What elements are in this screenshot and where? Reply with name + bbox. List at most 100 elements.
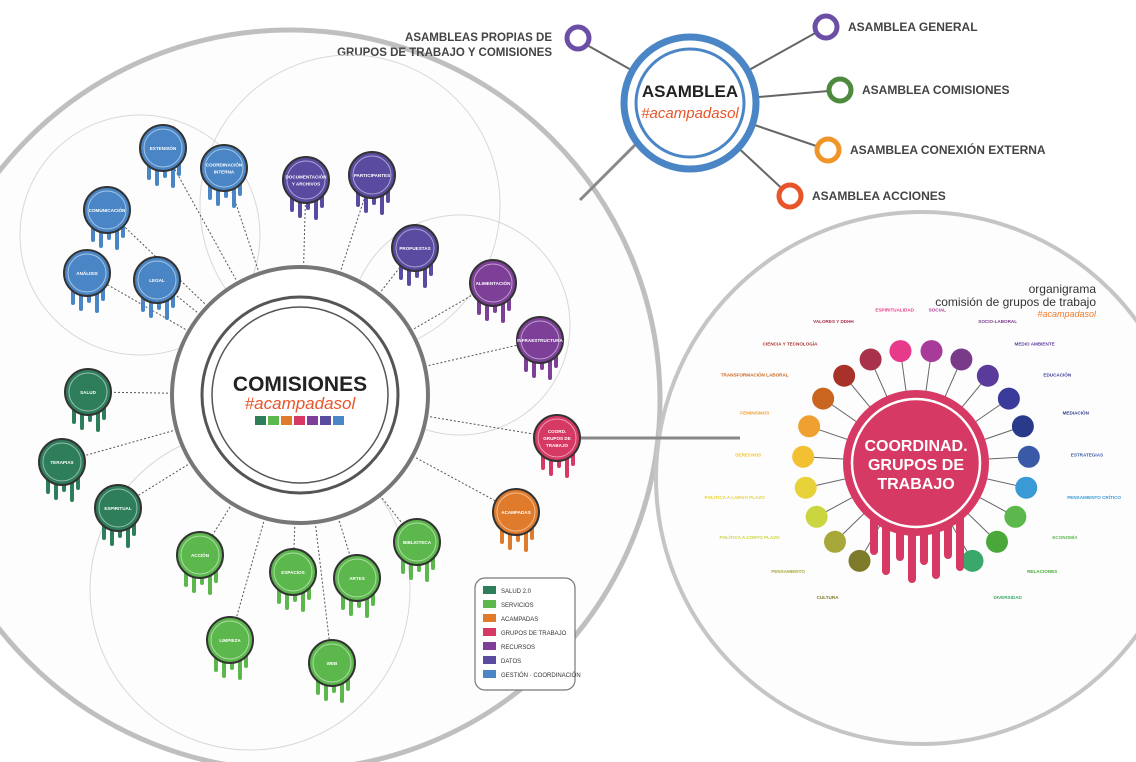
- org-label-16: PENSAMIENTO CRÍTICO: [1067, 493, 1121, 500]
- branch-label-0: ASAMBLEA GENERAL: [848, 20, 978, 34]
- comision-node-0: EXTENSIÓN: [139, 124, 187, 188]
- org-dot-14: [1011, 415, 1034, 438]
- sector-arc-0: [19, 114, 261, 356]
- legend-swatch-2: [483, 614, 496, 622]
- node-label-3-0: ANÁLISIS: [76, 270, 97, 276]
- node-inner-ring-18: [68, 372, 108, 412]
- org-label-12: MEDIO AMBIENTE: [1015, 341, 1055, 346]
- legend-label-2: ACAMPADAS: [501, 617, 538, 623]
- node-inner-ring-9: [520, 320, 560, 360]
- comisiones-swatch-5: [320, 416, 331, 425]
- org-label-17: ECONOMÍA: [1052, 533, 1078, 540]
- comision-node-4: LEGAL: [133, 256, 181, 320]
- node-circle-20: [94, 484, 142, 532]
- node-label-12-0: BIBLIOTECA: [403, 540, 432, 545]
- org-dot-17: [1004, 505, 1027, 528]
- org-label-14: MEDIACIÓN: [1063, 409, 1090, 416]
- node-circle-1: [200, 144, 248, 192]
- comisiones-swatch-1: [268, 416, 279, 425]
- connector-10: [418, 414, 534, 435]
- comisiones-swatch-0: [255, 416, 266, 425]
- node-label-4-0: LEGAL: [149, 278, 165, 283]
- connector-16: [236, 510, 268, 618]
- node-circle-11: [492, 488, 540, 536]
- org-dot-11: [950, 348, 973, 371]
- node-circle-16: [206, 616, 254, 664]
- comision-node-16: LIMPIEZA: [206, 616, 254, 680]
- node-label-1-0: COORDINACIÓN: [206, 161, 243, 168]
- legend-swatch-3: [483, 628, 496, 636]
- branch-ring-0: [812, 13, 840, 41]
- node-circle-14: [269, 548, 317, 596]
- asamblea-inner-ring: [634, 47, 746, 159]
- org-dot-3: [794, 476, 817, 499]
- node-inner-ring-3: [67, 253, 107, 293]
- legend-swatch-4: [483, 642, 496, 650]
- legend-label-5: DATOS: [501, 659, 521, 665]
- left-branch-label-1: ASAMBLEAS PROPIAS DE: [405, 32, 552, 44]
- node-label-0-0: EXTENSIÓN: [150, 144, 177, 151]
- branch-label-3: ASAMBLEA ACCIONES: [812, 189, 946, 203]
- branch-ring-2: [814, 136, 842, 164]
- org-label-0: CULTURA: [817, 595, 840, 600]
- comision-node-9: INFRAESTRUCTURA: [516, 316, 564, 380]
- comision-node-17: ACCIÓN: [176, 531, 224, 595]
- comisiones-cluster: COMISIONES#acampadasol EXTENSIÓN COORDINAC…: [19, 54, 581, 751]
- legend-label-0: SALUD 2.0: [501, 589, 532, 595]
- connector-9: [416, 344, 517, 369]
- node-circle-4: [133, 256, 181, 304]
- node-circle-6: [348, 151, 396, 199]
- org-center-label-2: TRABAJO: [877, 476, 954, 493]
- connector-11: [405, 451, 496, 502]
- org-dot-5: [798, 415, 821, 438]
- comision-node-18: SALUD: [64, 368, 112, 432]
- org-dot-19: [961, 549, 984, 572]
- org-label-4: DERECHOS: [735, 452, 761, 457]
- node-inner-ring-0: [143, 128, 183, 168]
- node-label-10-2: TRABAJO: [546, 443, 569, 448]
- org-center-label-0: COORDINAD.: [864, 438, 967, 455]
- node-label-16-0: LIMPIEZA: [219, 638, 241, 643]
- legend-box: [474, 577, 576, 691]
- legend-label-1: SERVICIOS: [501, 603, 534, 609]
- comisiones-tag: #acampadasol: [245, 394, 357, 413]
- node-inner-ring-20: [98, 488, 138, 528]
- node-inner-ring-14: [273, 552, 313, 592]
- comision-node-15: WEB: [308, 639, 356, 703]
- org-label-10: SOCIAL: [929, 307, 947, 312]
- org-dot-1: [824, 530, 847, 553]
- connector-18: [111, 391, 181, 394]
- org-label-13: EDUCACIÓN: [1043, 371, 1072, 378]
- org-center-label-1: GRUPOS DE: [868, 457, 964, 474]
- node-circle-7: [391, 224, 439, 272]
- node-circle-8: [469, 259, 517, 307]
- org-dot-8: [859, 348, 882, 371]
- node-circle-15: [308, 639, 356, 687]
- node-circle-17: [176, 531, 224, 579]
- node-circle-13: [333, 554, 381, 602]
- node-circle-9: [516, 316, 564, 364]
- legend-label-6: GESTIÓN · COORDINACIÓN: [501, 672, 581, 679]
- org-dot-13: [997, 387, 1020, 410]
- comisiones-swatch-4: [307, 416, 318, 425]
- org-label-8: VALORES Y DDHH: [813, 319, 854, 324]
- node-label-11-0: ACAMPADAS: [501, 510, 531, 515]
- connector-6: [336, 197, 366, 282]
- org-dot-6: [812, 387, 835, 410]
- connector-7: [373, 266, 401, 301]
- node-label-14-0: ESPACIOS: [281, 570, 304, 575]
- org-dot-18: [985, 530, 1008, 553]
- node-label-10-1: GRUPOS DE: [543, 436, 571, 441]
- node-circle-5: [282, 156, 330, 204]
- comisiones-title: COMISIONES: [233, 373, 367, 396]
- node-inner-ring-8: [473, 263, 513, 303]
- org-label-18: RELACIONES: [1027, 569, 1057, 574]
- org-dot-2: [805, 505, 828, 528]
- org-dot-12: [976, 364, 999, 387]
- org-dot-0: [848, 549, 871, 572]
- comision-node-6: PARTICIPANTES: [348, 151, 396, 215]
